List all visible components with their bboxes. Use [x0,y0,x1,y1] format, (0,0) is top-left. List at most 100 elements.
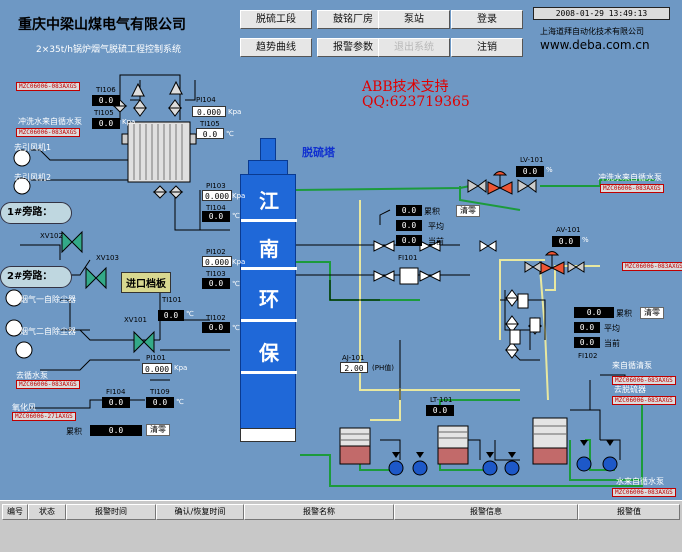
alarm-col-name[interactable]: 报警名称 [244,504,394,520]
fan2-label: 去引风机2 [14,173,52,182]
bypass1-label: 1#旁路： [0,202,72,224]
fi104-value: 0.0 [102,397,130,408]
ti106-label: TI106 [96,86,116,94]
cur1-label: 当前 [428,237,444,246]
xv103-label: XV103 [96,254,119,262]
alarm-params-button[interactable]: 报警参数 [317,38,389,57]
alarm-col-id[interactable]: 编号 [2,504,28,520]
oxidation-label: 氧化风 [12,403,36,412]
ti102-unit: ℃ [232,324,240,332]
tower-char-3: 环 [259,287,279,311]
avg2-label: 平均 [604,324,620,333]
ti109-unit: ℃ [176,398,184,406]
lv101-unit: % [546,166,553,174]
bypass2-label: 2#旁路： [0,266,72,288]
system-subtitle: 2×35t/h锅炉烟气脱硫工程控制系统 [36,45,181,55]
tag-clarifier: MZC06006-083AXGS [612,376,676,385]
fi102-label: FI102 [578,352,598,360]
aj101-label: AJ-101 [342,354,365,362]
alarm-list[interactable]: 编号 状态 报警时间 确认/恢复时间 报警名称 报警信息 报警值 [0,500,682,552]
ti109-label: TI109 [150,388,170,396]
av101-label: AV-101 [556,226,581,234]
pi104-value: 0.000 [192,106,226,117]
ti103-value: 0.0 [202,278,230,289]
alarm-col-time[interactable]: 报警时间 [66,504,156,520]
cur2-value: 0.0 [574,337,600,348]
ti104-unit: ℃ [232,212,240,220]
ti102-value: 0.0 [202,322,230,333]
cum2-value: 0.0 [574,307,614,318]
fi101-label: FI101 [398,254,418,262]
tag-top-left: MZC06006-083AXGS [16,82,80,91]
clear3-button[interactable]: 清零 [146,424,170,436]
ti102-label: TI102 [206,314,226,322]
lt101-label: LT-101 [430,396,453,404]
avg1-label: 平均 [428,222,444,231]
tag-oxidation: MZC06006-271AXGS [12,412,76,421]
alarm-col-ack-time[interactable]: 确认/恢复时间 [156,504,244,520]
ti105b-unit: ℃ [226,130,234,138]
alarm-col-value[interactable]: 报警值 [578,504,680,520]
pi104-label: PI104 [196,96,216,104]
ti105b-value: 0.0 [196,128,224,139]
ti106-value: 0.0 [92,95,120,106]
cum1-value: 0.0 [396,205,422,216]
clear2-button[interactable]: 清零 [640,307,664,319]
ti105b-label: TI105 [200,120,220,128]
to-scrubber-label: 去脱硫器 [614,385,646,394]
nav-pump-station-button[interactable]: 泵站 [378,10,450,29]
tower-label: 脱硫塔 [302,146,335,159]
lv101-label: LV-101 [520,156,544,164]
tower-char-4: 保 [259,341,279,365]
ti103-unit: ℃ [232,280,240,288]
cum2-label: 累积 [616,309,632,318]
ti105-value: 0.0 [92,118,120,129]
dust2-label: 烟气二自除尘器 [20,327,76,336]
lt101-value: 0.0 [426,405,454,416]
pi102-value: 0.000 [202,256,232,267]
inlet-damper-label: 进口档板 [121,272,171,293]
logout-button[interactable]: 注销 [451,38,523,57]
lv101-value: 0.0 [516,166,544,177]
support-qq: QQ:623719365 [362,94,470,110]
aj101-value: 2.00 [340,362,368,373]
to-pump-label: 去循水泵 [16,371,48,380]
login-button[interactable]: 登录 [451,10,523,29]
avg1-value: 0.0 [396,220,422,231]
ti105-label: TI105 [94,109,114,117]
ti109-value: 0.0 [146,397,174,408]
nav-desulfurization-button[interactable]: 脱硫工段 [240,10,312,29]
aj101-unit: (PH值) [372,364,394,372]
cum3-value: 0.0 [90,425,142,436]
from-clarifier-label: 来自循清泵 [612,361,652,370]
avg2-value: 0.0 [574,322,600,333]
pi102-unit: Kpa [232,258,246,266]
process-diagram: 重庆中梁山煤电气有限公司 2×35t/h锅炉烟气脱硫工程控制系统 2008-01… [0,7,682,497]
xv101-label: XV101 [124,316,147,324]
fan1-label: 去引风机1 [14,143,52,152]
tag-to-scrubber: MZC06006-083AXGS [612,396,676,405]
trend-curve-button[interactable]: 趋势曲线 [240,38,312,57]
cum3-label: 累积 [66,427,82,436]
flush-water-label: 冲洗水来自循水泵 [18,117,82,126]
desulfurization-tower: 江 南 环 保 [240,174,297,430]
clear1-button[interactable]: 清零 [456,205,480,217]
pi103-label: PI103 [206,182,226,190]
vendor-name: 上海道拜自动化技术有限公司 [540,27,644,36]
tag-flush-right: MZC06006-083AXGS [600,184,664,193]
alarm-col-status[interactable]: 状态 [28,504,66,520]
pi103-unit: Kpa [232,192,246,200]
cur2-label: 当前 [604,339,620,348]
piping-layer [5,74,655,487]
av101-value: 0.0 [552,236,580,247]
exit-system-button[interactable]: 退出系统 [378,38,450,57]
tag-av-right: MZC06006-083AXGS [622,262,682,271]
ti101-value: 0.0 [158,310,184,321]
tower-base [240,428,296,442]
alarm-col-info[interactable]: 报警信息 [394,504,578,520]
nav-blower-room-button[interactable]: 鼓铭厂房 [317,10,389,29]
fi104-label: FI104 [106,388,126,396]
cur1-value: 0.0 [396,235,422,246]
vendor-website: www.deba.com.cn [540,38,650,52]
pi102-label: PI102 [206,248,226,256]
